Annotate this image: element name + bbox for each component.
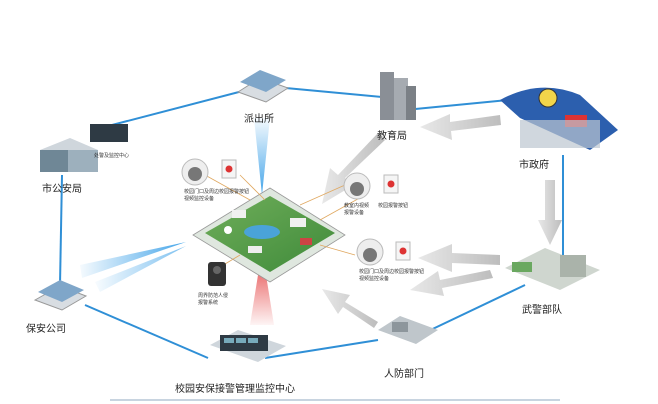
link-gongan-paichusuo (111, 86, 259, 126)
caption-camera-right-2: 报警设备 (344, 210, 365, 216)
beam-to-paichusuo (254, 118, 270, 195)
link-jiankong-baoan (84, 304, 209, 359)
arrow-renfang (322, 289, 378, 328)
paichusuo-building-icon (236, 70, 290, 103)
arrow-jiaoyuju (322, 133, 385, 204)
caption-intercom-2: 报警系统 (198, 300, 219, 306)
beam-to-baoan-2 (95, 246, 186, 292)
campus-building-2 (290, 218, 306, 227)
label-baoan: 保安公司 (26, 324, 66, 335)
link-paichusuo-jiaoyuju (274, 86, 394, 99)
monitor-wall-icon (90, 124, 128, 142)
intercom-sensor-icon (208, 262, 226, 286)
jiankong-center-icon (210, 330, 286, 362)
arrow-down-wujing (538, 180, 562, 245)
caption-intercom-1: 周界防范人侵 (198, 293, 229, 299)
shigonganju-building-icon (40, 124, 128, 172)
alarm-button-right-icon (383, 174, 399, 194)
label-jiankong: 校园安保接警管理监控中心 (175, 384, 295, 395)
info-flow-arrows (322, 114, 562, 328)
alarm-button-top-icon (221, 159, 237, 179)
label-jiaoyuju: 教育局 (377, 131, 407, 142)
alarm-button-low-icon (395, 241, 411, 261)
wujing-building-icon (505, 248, 600, 290)
caption-camera-low-2: 视频监控设备 (359, 276, 390, 282)
wireless-beams (80, 118, 274, 325)
arrow-shizhengfu (420, 114, 501, 140)
caption-camera-low-1: 校园门口及周边 (359, 269, 395, 275)
label-paichusuo: 派出所 (244, 114, 274, 125)
campus-building-4 (248, 246, 262, 253)
label-wujing: 武警部队 (522, 305, 562, 316)
arrow-wujing-1 (418, 244, 500, 272)
link-jiaoyuju-shizhengfu (404, 99, 509, 111)
dome-camera-right-icon (343, 172, 371, 200)
caption-alarm-right: 校园报警按钮 (378, 203, 409, 209)
caption-alarm-low: 校园报警按钮 (394, 269, 425, 275)
renfang-building-icon (378, 316, 438, 344)
arrow-wujing-2 (410, 270, 493, 296)
campus-building-1 (232, 210, 246, 218)
campus-pond (244, 225, 280, 239)
link-wujing-renfang (419, 284, 526, 336)
label-renfang: 人防部门 (384, 369, 424, 380)
label-shigonganju: 市公安局 (42, 184, 82, 195)
caption-camera-top-1: 校园门口及周边 (184, 189, 220, 195)
caption-monitor-wall: 处警及监控中心 (94, 153, 130, 159)
campus-model (192, 187, 346, 283)
label-shizhengfu: 市政府 (519, 160, 549, 171)
beam-to-baoan (80, 242, 186, 278)
beam-red-jiankong (250, 250, 274, 325)
link-baoan-gongan (59, 174, 63, 286)
baoan-building-icon (33, 280, 88, 311)
shizhengfu-building-icon (500, 87, 618, 150)
campus-dome (224, 226, 232, 234)
jiaoyuju-building-icon (380, 72, 416, 120)
dome-camera-low-icon (356, 238, 384, 266)
caption-alarm-top: 校园报警按钮 (219, 189, 250, 195)
link-renfang-jiankong (264, 339, 379, 359)
caption-camera-right-1: 教室内视频 (344, 203, 370, 209)
caption-camera-top-2: 视频监控设备 (184, 196, 215, 202)
campus-building-3 (300, 238, 312, 245)
dome-camera-top-icon (181, 158, 209, 186)
network-ring (59, 86, 564, 359)
